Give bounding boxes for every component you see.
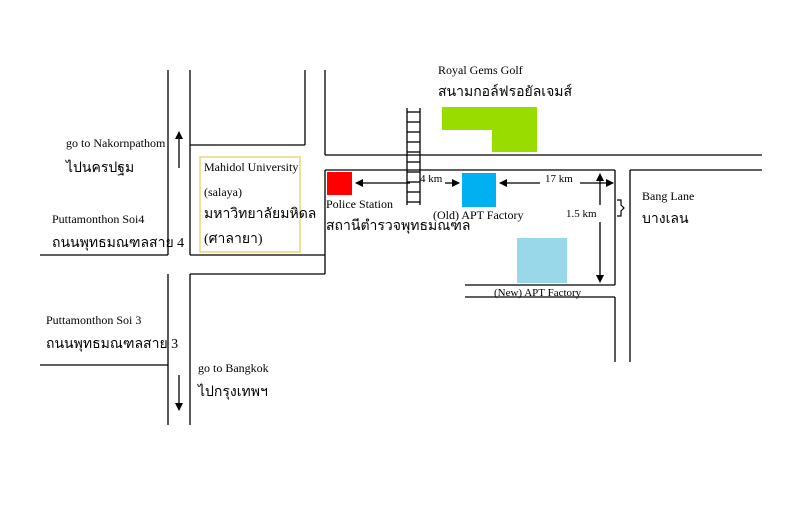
golf-label-en: Royal Gems Golf [438,63,523,77]
university-sub-th: (ศาลายา) [204,232,263,247]
bang-lane-label-th: บางเลน [642,212,689,227]
factory-road [324,70,762,362]
soi3-label-th: ถนนพุทธมณฑลสาย 3 [46,337,179,352]
soi3-label-en: Puttamonthon Soi 3 [46,313,142,327]
soi4-label-th: ถนนพุทธมณฑลสาย 4 [52,236,185,251]
university-area [199,156,301,253]
distance-arrows [355,173,614,283]
top-road [190,70,306,146]
university-sub-en: (salaya) [204,185,242,199]
railway [406,108,421,205]
bangkok-label-th: ไปกรุงเทพฯ [198,385,268,400]
nakornpathom-label-th: ไปนครปฐม [66,161,135,176]
nakornpathom-label-en: go to Nakornpathom [66,136,166,150]
golf-label-th: สนามกอล์ฟรอยัลเจมส์ [438,85,573,100]
soi4-road [40,254,325,275]
old-factory-marker [462,173,496,207]
main-road-vertical [167,70,191,425]
police-label-th: สถานีตำรวจพุทธมณฑล [326,219,471,234]
university-label-en: Mahidol University [204,160,299,174]
distance-label-17km: 17 km [545,173,573,185]
bang-lane-label-en: Bang Lane [642,189,695,203]
police-station-marker [327,172,352,195]
university-label-th: มหาวิทยาลัยมหิดล [204,207,317,222]
distance-label-1.5km: 1.5 km [566,208,597,220]
golf-course [442,107,537,152]
soi4-label-en: Puttamonthon Soi4 [52,212,145,226]
new-factory-label: (New) APT Factory [494,287,582,299]
old-factory-label: (Old) APT Factory [433,208,524,222]
bangkok-label-en: go to Bangkok [198,361,269,375]
new-factory-marker [517,238,567,283]
bang-lane-bracket [617,199,625,217]
golf-course-shape [442,107,537,152]
police-label-en: Police Station [326,197,393,211]
distance-label-4km: 4 km [420,173,443,185]
